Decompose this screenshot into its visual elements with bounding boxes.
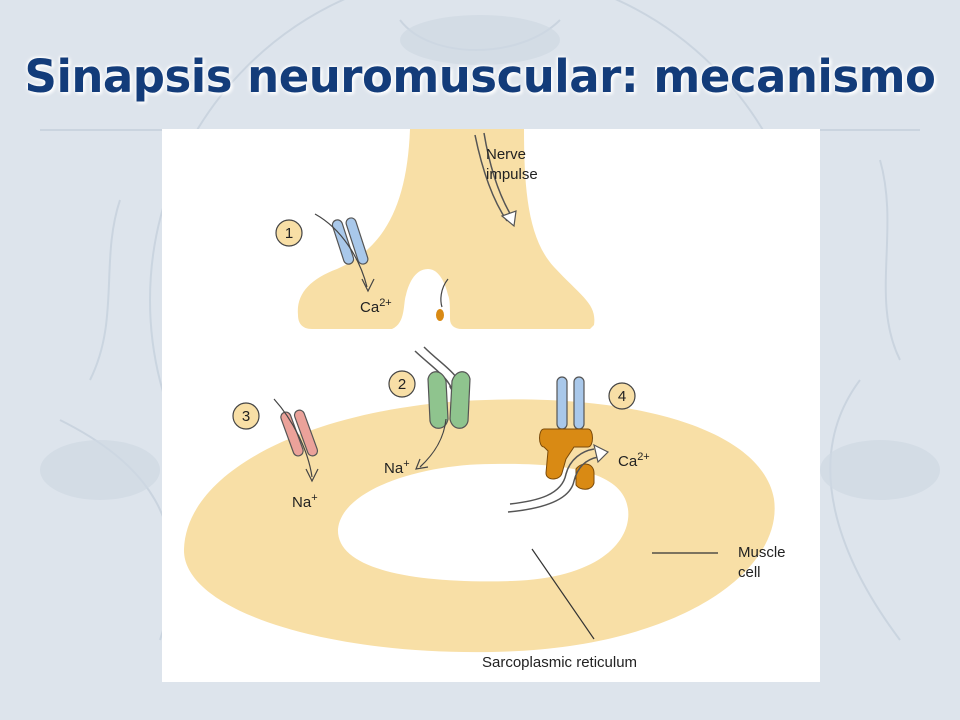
calcium-label-4: Ca2+ bbox=[618, 451, 650, 470]
acetylcholine-receptor-icon bbox=[427, 371, 471, 429]
sodium-label-3: Na+ bbox=[292, 492, 318, 511]
step-4-number: 4 bbox=[618, 388, 626, 405]
synaptic-vesicle bbox=[436, 309, 444, 321]
step-4-circle bbox=[608, 382, 636, 410]
slide-title: Sinapsis neuromuscular: mecanismo bbox=[24, 50, 936, 103]
voltage-sensor-icon bbox=[556, 376, 585, 430]
step-2-circle bbox=[388, 370, 416, 398]
sarcoplasmic-label: Sarcoplasmic reticulum bbox=[482, 654, 637, 671]
step-4-group: 4 Ca2+ bbox=[507, 376, 650, 513]
sarcoplasmic-pointer-line bbox=[531, 548, 595, 640]
step-3-number: 3 bbox=[242, 408, 250, 425]
step-1-group: 1 Ca2+ bbox=[275, 213, 392, 316]
sodium-label-2: Na+ bbox=[384, 458, 410, 477]
calcium-channel-icon bbox=[331, 217, 369, 265]
step-2-group: 2 Na+ bbox=[384, 370, 471, 477]
nerve-impulse-arrow bbox=[474, 132, 517, 228]
impulse-label: impulse bbox=[486, 166, 538, 183]
nerve-label: Nerve bbox=[486, 146, 526, 163]
calcium-release-channel-icon bbox=[539, 428, 595, 490]
cell-label: cell bbox=[738, 564, 761, 581]
muscle-cell bbox=[183, 399, 775, 653]
step-1-circle bbox=[275, 219, 303, 247]
step-1-number: 1 bbox=[285, 225, 293, 242]
neuromuscular-junction-figure: 1 Ca2+ 2 Na+ 3 Na+ bbox=[162, 129, 820, 682]
step-3-circle bbox=[232, 402, 260, 430]
nerve-terminal bbox=[297, 129, 595, 329]
calcium-label-1: Ca2+ bbox=[360, 297, 392, 316]
step-2-number: 2 bbox=[398, 376, 406, 393]
step-3-group: 3 Na+ bbox=[232, 398, 319, 511]
muscle-label: Muscle bbox=[738, 544, 786, 561]
